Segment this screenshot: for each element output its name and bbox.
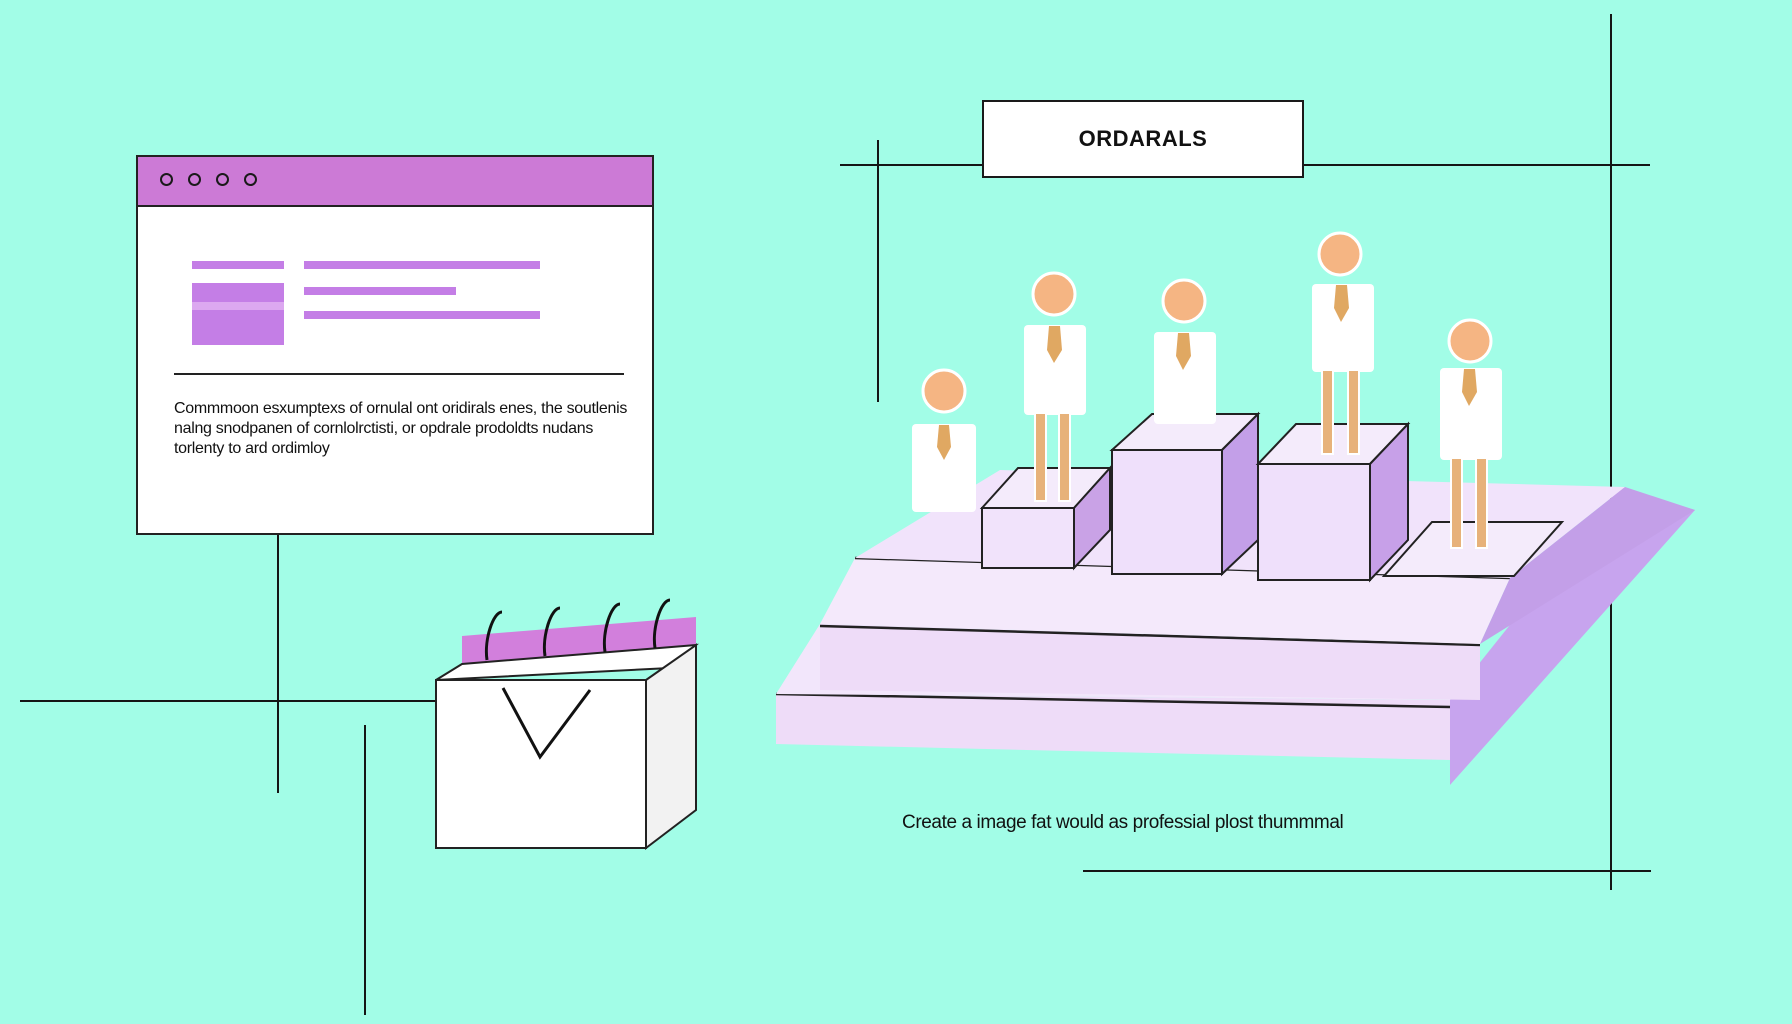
divider [174,373,624,375]
connector-line-vertical-bottom [364,725,366,1015]
image-placeholder [192,283,284,345]
person-figure-4 [1312,231,1374,455]
person-figure-2 [1024,271,1086,502]
window-dot-icon [160,173,173,186]
person-figure-5 [1440,318,1502,549]
window-dot-icon [188,173,201,186]
image-placeholder-top [192,261,284,269]
frame-line-left [877,140,879,402]
person-figure-3 [1154,278,1216,424]
podium-title: ORDARALS [1078,126,1208,151]
pedestal-1 [1109,411,1261,577]
browser-description: Commmoon esxumptexs of ornulal ont oridi… [174,400,628,457]
frame-line-bottom [1083,870,1651,872]
browser-titlebar [138,157,652,207]
pedestal-5 [1381,521,1565,577]
frame-line-right [1610,14,1612,890]
browser-window: Commmoon esxumptexs of ornulal ont oridi… [136,155,654,535]
image-placeholder-stripe [192,302,284,310]
window-dot-icon [216,173,229,186]
connector-line-vertical-browser [277,515,279,793]
connector-line-horizontal-left [20,700,438,702]
text-line-placeholder [304,311,540,319]
window-dot-icon [244,173,257,186]
pedestal-2 [979,465,1113,571]
person-figure-1 [912,368,976,512]
podium-title-box: ORDARALS [982,100,1304,178]
text-line-placeholder [304,287,456,295]
caption-text: Create a image fat would as professial p… [902,812,1344,833]
text-line-placeholder [304,261,540,269]
calendar-icon [435,598,699,851]
